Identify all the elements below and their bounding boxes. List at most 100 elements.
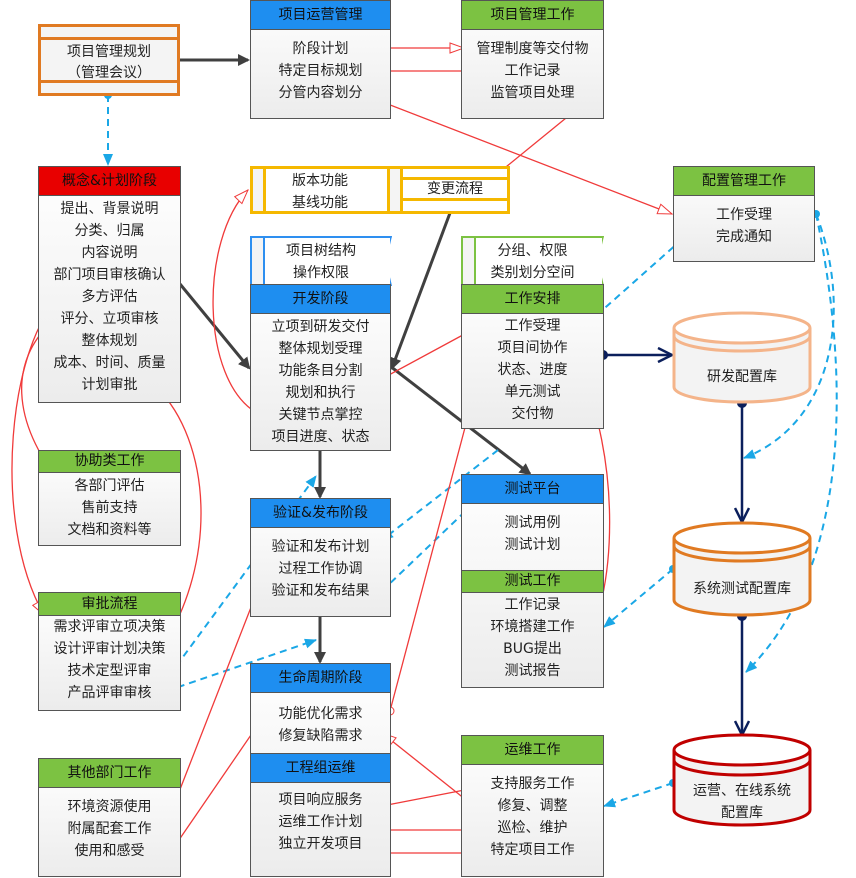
concept-item: 计划审批 [81, 377, 138, 393]
approval-item: 产品评审审核 [67, 685, 152, 701]
ops-work-item: 支持服务工作 [490, 776, 575, 792]
planning-bottom-band [41, 80, 177, 83]
planning-node[interactable]: 项目管理规划 （管理会议） [38, 24, 180, 96]
test-work-item: 环境搭建工作 [490, 619, 575, 635]
tree-item: 操作权限 [293, 265, 349, 281]
ops-mgmt-title: 项目运营管理 [251, 1, 390, 30]
planning-line: （管理会议） [67, 65, 151, 81]
approval-item: 技术定型评审 [67, 663, 152, 679]
dev-item: 整体规划受理 [278, 341, 363, 357]
lifecycle-node[interactable]: 生命周期阶段 功能优化需求 修复缺陷需求 工程组运维 项目响应服务 运维工作计划… [250, 663, 391, 877]
online-repo-line: 运营、在线系统 [693, 783, 791, 799]
planning-line: 项目管理规划 [67, 44, 151, 60]
ops-mgmt-item: 阶段计划 [292, 41, 349, 57]
lifecycle-item: 修复缺陷需求 [278, 728, 363, 744]
verify-item: 验证和发布计划 [271, 539, 370, 555]
concept-item: 分类、归属 [74, 223, 145, 239]
eng-ops-title: 工程组运维 [251, 753, 390, 783]
concept-item: 部门项目审核确认 [53, 267, 166, 283]
other-dept-node[interactable]: 其他部门工作 环境资源使用 附属配套工作 使用和感受 [38, 758, 181, 877]
change-flow-node[interactable]: 变更流程 [387, 166, 510, 214]
test-work-item: 测试报告 [504, 663, 561, 679]
concept-item: 内容说明 [81, 245, 138, 261]
dev-item: 功能条目分割 [278, 363, 363, 379]
online-repo-label: 运营、在线系统 配置库 [674, 780, 810, 824]
version-item: 版本功能 [292, 173, 348, 189]
work-arrange-item: 状态、进度 [497, 362, 568, 378]
other-dept-item: 附属配套工作 [67, 821, 152, 837]
sys-repo-label: 系统测试配置库 [693, 581, 791, 597]
eng-ops-item: 项目响应服务 [278, 792, 363, 808]
approval-item: 设计评审计划决策 [53, 641, 166, 657]
concept-title: 概念&计划阶段 [39, 167, 180, 196]
config-work-node[interactable]: 配置管理工作 工作受理 完成通知 [673, 166, 815, 262]
planning-top-band [41, 27, 177, 40]
assist-item: 文档和资料等 [67, 522, 152, 538]
dev-stage-node[interactable]: 开发阶段 立项到研发交付 整体规划受理 功能条目分割 规划和执行 关键节点掌控 … [250, 284, 391, 451]
test-platform-node[interactable]: 测试平台 测试用例 测试计划 测试工作 工作记录 环境搭建工作 BUG提出 测试… [461, 474, 604, 688]
work-arrange-item: 单元测试 [504, 384, 561, 400]
version-node[interactable]: 版本功能 基线功能 [250, 166, 390, 214]
pm-work-item: 工作记录 [504, 63, 561, 79]
assist-item: 售前支持 [81, 500, 138, 516]
approval-item: 需求评审立项决策 [53, 619, 166, 635]
other-dept-item: 环境资源使用 [67, 799, 152, 815]
test-work-item: BUG提出 [503, 641, 562, 657]
test-platform-title: 测试平台 [462, 475, 603, 504]
rd-repo-cylinder [672, 311, 812, 404]
group-item: 分组、权限 [497, 243, 568, 259]
change-flow-label: 变更流程 [403, 177, 507, 201]
concept-item: 评分、立项审核 [60, 311, 159, 327]
lifecycle-item: 功能优化需求 [278, 706, 363, 722]
tree-item: 项目树结构 [286, 243, 356, 259]
work-arrange-title: 工作安排 [462, 285, 603, 314]
pm-work-item: 管理制度等交付物 [476, 41, 589, 57]
concept-item: 成本、时间、质量 [53, 355, 166, 371]
pm-work-node[interactable]: 项目管理工作 管理制度等交付物 工作记录 监管项目处理 [461, 0, 604, 119]
test-platform-item: 测试计划 [504, 537, 561, 553]
test-work-title: 测试工作 [462, 570, 603, 593]
pm-work-item: 监管项目处理 [490, 85, 575, 101]
verify-release-title: 验证&发布阶段 [251, 499, 390, 528]
verify-release-node[interactable]: 验证&发布阶段 验证和发布计划 过程工作协调 验证和发布结果 [250, 498, 391, 617]
ops-work-item: 巡检、维护 [497, 820, 568, 836]
flow-change-to-dev [389, 212, 452, 370]
test-work-item: 工作记录 [504, 597, 561, 613]
config-work-item: 工作受理 [716, 207, 772, 223]
dev-stage-title: 开发阶段 [251, 285, 390, 314]
rd-repo-label: 研发配置库 [707, 369, 777, 385]
dev-item: 规划和执行 [285, 385, 356, 401]
ops-mgmt-item: 特定目标规划 [278, 63, 363, 79]
online-repo-line: 配置库 [721, 805, 763, 821]
dev-item: 立项到研发交付 [271, 319, 370, 335]
eng-ops-item: 运维工作计划 [278, 814, 363, 830]
concept-node[interactable]: 概念&计划阶段 提出、背景说明 分类、归属 内容说明 部门项目审核确认 多方评估… [38, 166, 181, 403]
dev-item: 项目进度、状态 [271, 429, 370, 445]
ops-work-node[interactable]: 运维工作 支持服务工作 修复、调整 巡检、维护 特定项目工作 [461, 735, 604, 877]
sys-repo-cylinder [672, 521, 812, 617]
ops-mgmt-item: 分管内容划分 [278, 85, 363, 101]
ops-mgmt-node[interactable]: 项目运营管理 阶段计划 特定目标规划 分管内容划分 [250, 0, 391, 119]
assist-node[interactable]: 协助类工作 各部门评估 售前支持 文档和资料等 [38, 450, 181, 546]
tree-structure-tag[interactable]: 项目树结构 操作权限 [250, 236, 392, 286]
lifecycle-title: 生命周期阶段 [251, 664, 390, 693]
other-dept-item: 使用和感受 [74, 843, 145, 859]
group-item: 类别划分空间 [490, 265, 575, 281]
ops-work-title: 运维工作 [462, 736, 603, 765]
eng-ops-item: 独立开发项目 [278, 836, 363, 852]
link-sysrepo-to-test [603, 565, 677, 628]
approval-node[interactable]: 审批流程 需求评审立项决策 设计评审计划决策 技术定型评审 产品评审审核 [38, 592, 181, 711]
concept-item: 多方评估 [81, 289, 138, 305]
config-work-title: 配置管理工作 [674, 167, 814, 196]
work-arrange-item: 交付物 [511, 406, 554, 422]
work-arrange-node[interactable]: 工作安排 工作受理 项目间协作 状态、进度 单元测试 交付物 [461, 284, 604, 429]
other-dept-title: 其他部门工作 [39, 759, 180, 788]
assist-title: 协助类工作 [39, 451, 180, 473]
link-online-to-ops [603, 779, 677, 808]
test-platform-item: 测试用例 [504, 515, 561, 531]
work-arrange-item: 工作受理 [504, 318, 561, 334]
pm-work-title: 项目管理工作 [462, 1, 603, 30]
group-permission-tag[interactable]: 分组、权限 类别划分空间 [461, 236, 604, 286]
ops-work-item: 修复、调整 [497, 798, 568, 814]
version-item: 基线功能 [292, 195, 348, 211]
